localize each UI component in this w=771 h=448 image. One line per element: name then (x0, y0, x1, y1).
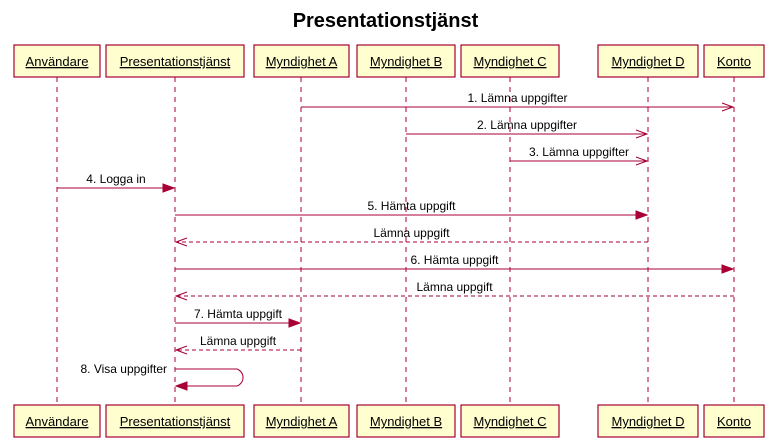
participant-label: Myndighet C (474, 414, 547, 429)
participant-box (253, 44, 350, 78)
participant-label: Användare (26, 414, 89, 429)
participant-label: Användare (26, 54, 89, 69)
message: 3. Lämna uppgifter (510, 145, 649, 166)
participant-top: Användare (13, 44, 101, 78)
participant-label: Myndighet A (266, 54, 338, 69)
participant-bottom: Presentationstjänst (105, 404, 245, 438)
participant-top: Myndighet B (356, 44, 456, 78)
participant-box (13, 44, 101, 78)
arrowhead-open (174, 291, 188, 301)
participant-box (253, 404, 350, 438)
message: 5. Hämta uppgift (175, 199, 649, 220)
message: 1. Lämna uppgifter (301, 91, 735, 112)
participant-label: Myndighet D (612, 54, 685, 69)
arrowhead-filled (635, 210, 649, 220)
participant-box (460, 404, 560, 438)
participant-top: Presentationstjänst (105, 44, 245, 78)
message: Lämna uppgift (174, 334, 301, 355)
participant-label: Presentationstjänst (120, 54, 231, 69)
arrowhead-filled (721, 264, 735, 274)
message: 6. Hämta uppgift (175, 253, 735, 274)
participant-bottom: Myndighet B (356, 404, 456, 438)
arrowhead-open (174, 345, 188, 355)
arrowhead-filled (162, 183, 176, 193)
message: 7. Hämta uppgift (175, 307, 302, 328)
participant-label: Myndighet B (370, 54, 442, 69)
message-label: 7. Hämta uppgift (194, 307, 283, 321)
participant-top: Myndighet C (460, 44, 560, 78)
participant-bottom: Konto (703, 404, 765, 438)
participant-bottom: Myndighet D (597, 404, 699, 438)
arrowhead-open (721, 102, 735, 112)
participant-bottom: Användare (13, 404, 101, 438)
participant-box (597, 404, 699, 438)
participant-label: Myndighet A (266, 414, 338, 429)
diagram-title: Presentationstjänst (292, 10, 479, 32)
message-label: Lämna uppgift (416, 280, 493, 294)
arrowhead-filled (288, 318, 302, 328)
participant-top: Myndighet A (253, 44, 350, 78)
participant-label: Myndighet C (474, 54, 547, 69)
participant-bottom: Myndighet C (460, 404, 560, 438)
message-label: Lämna uppgift (373, 226, 450, 240)
arrowhead-open (174, 237, 188, 247)
participant-box (105, 44, 245, 78)
message-label: 1. Lämna uppgifter (467, 91, 567, 105)
message: 4. Logga in (57, 172, 176, 193)
participant-bottom: Myndighet A (253, 404, 350, 438)
participant-box (703, 44, 765, 78)
message-label: 4. Logga in (86, 172, 145, 186)
arrowhead-open (635, 156, 649, 166)
participant-box (356, 44, 456, 78)
arrowhead-open (635, 129, 649, 139)
participant-box (13, 404, 101, 438)
message: 2. Lämna uppgifter (406, 118, 649, 139)
message-label: 2. Lämna uppgifter (477, 118, 577, 132)
participant-label: Myndighet D (612, 414, 685, 429)
participant-label: Myndighet B (370, 414, 442, 429)
participant-box (356, 404, 456, 438)
participant-top: Myndighet D (597, 44, 699, 78)
participant-box (597, 44, 699, 78)
message-label: 5. Hämta uppgift (367, 199, 456, 213)
message-label: 6. Hämta uppgift (410, 253, 499, 267)
participant-box (105, 404, 245, 438)
participant-box (460, 44, 560, 78)
message: Lämna uppgift (174, 226, 648, 247)
message-label: Lämna uppgift (200, 334, 277, 348)
arrowhead-filled (174, 381, 188, 391)
participant-label: Konto (717, 414, 751, 429)
participant-box (703, 404, 765, 438)
message: 8. Visa uppgifter (80, 362, 244, 391)
participant-label: Presentationstjänst (120, 414, 231, 429)
participant-label: Konto (717, 54, 751, 69)
message: Lämna uppgift (174, 280, 734, 301)
message-label: 8. Visa uppgifter (80, 362, 167, 376)
message-label: 3. Lämna uppgifter (529, 145, 629, 159)
participant-top: Konto (703, 44, 765, 78)
self-message-line (175, 368, 244, 387)
